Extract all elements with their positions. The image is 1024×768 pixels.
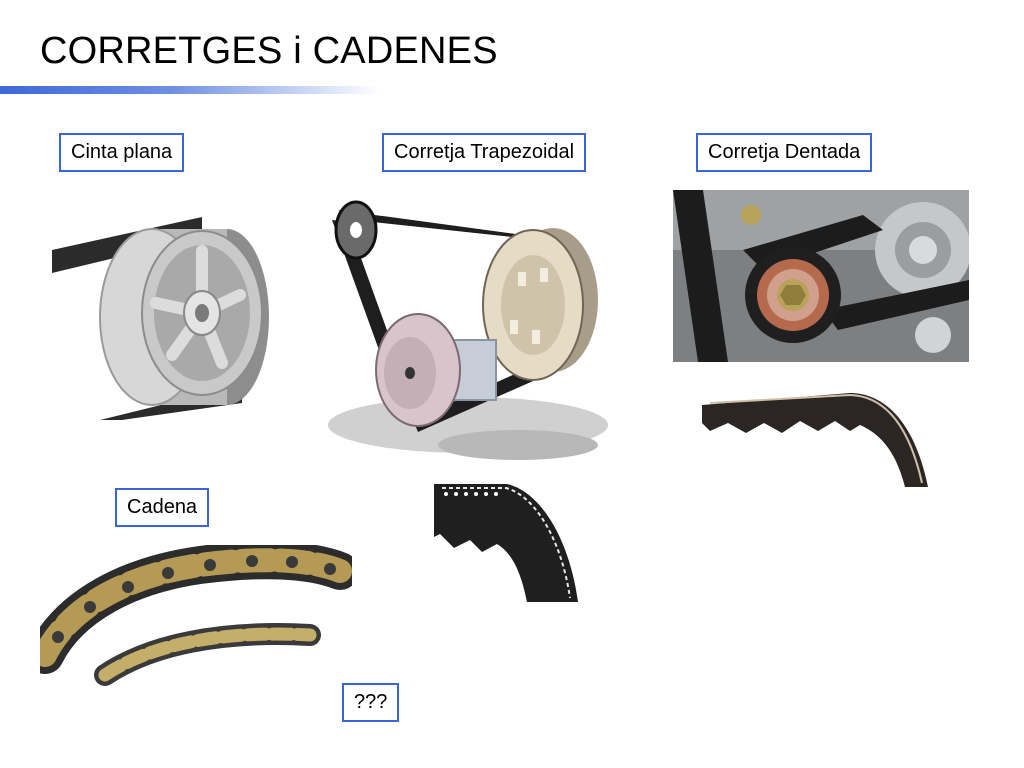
title-accent-bar [0, 86, 380, 94]
slide-title: CORRETGES i CADENES [40, 30, 498, 72]
label-toothed-belt: Corretja Dentada [696, 133, 873, 172]
chain-image [40, 545, 352, 690]
v-belt-pulleys-image [318, 190, 610, 462]
label-flat-belt: Cinta plana [59, 133, 185, 172]
timing-belt-engine-image [673, 190, 969, 362]
toothed-belt-section-image [700, 393, 932, 489]
label-chain: Cadena [115, 488, 210, 527]
flat-belt-pulley-image [52, 215, 270, 420]
label-unknown: ??? [342, 683, 400, 722]
v-belt-section-image [432, 482, 578, 604]
label-v-belt: Corretja Trapezoidal [382, 133, 587, 172]
